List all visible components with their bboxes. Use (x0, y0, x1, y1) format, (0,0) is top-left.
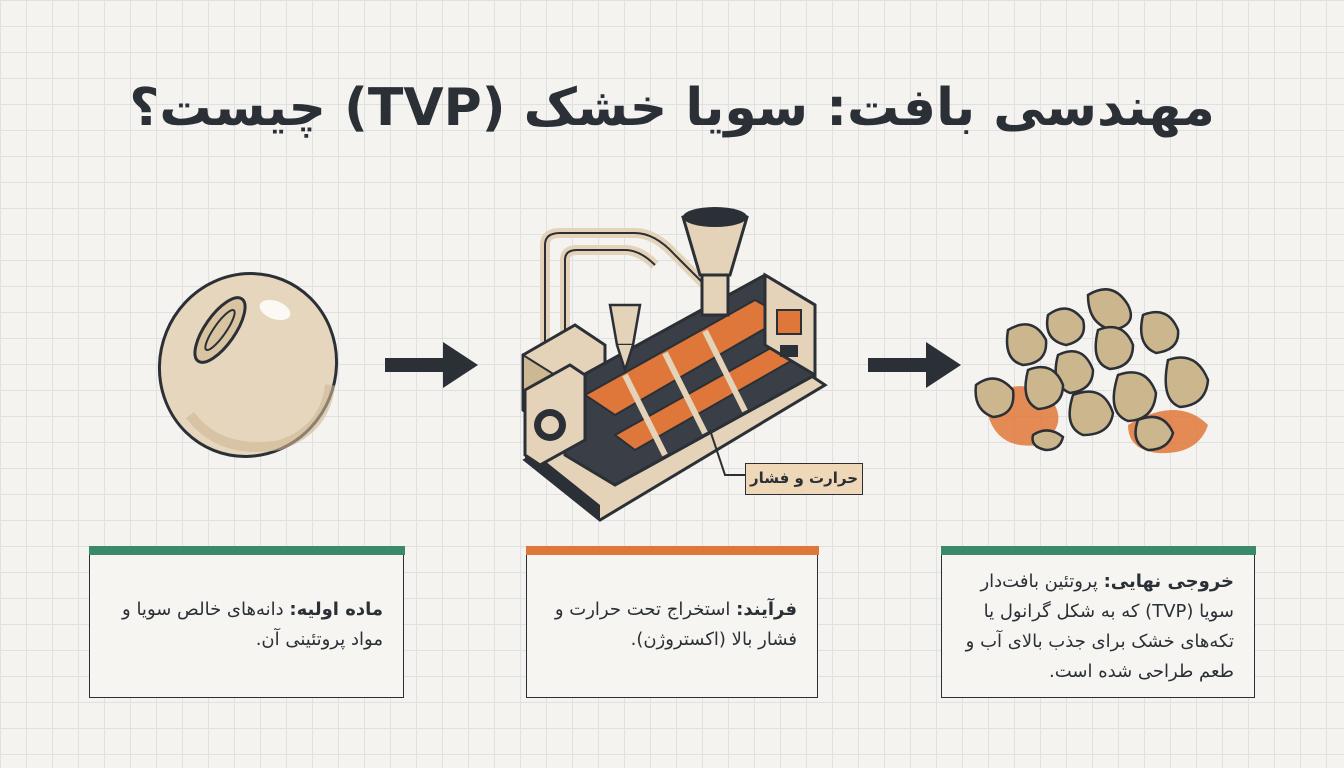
card-body: دانه‌های خالص سویا و مواد پروتئینی آن. (122, 599, 383, 650)
card-raw-material: ماده اولیه: دانه‌های خالص سویا و مواد پر… (88, 545, 405, 698)
card-body: پروتئین بافت‌دار سویا (TVP) که به شکل گر… (965, 571, 1234, 682)
card-text: خروجی نهایی: پروتئین بافت‌دار سویا (TVP)… (958, 567, 1234, 687)
arrow-right-icon (385, 342, 478, 388)
soybean-icon (157, 272, 339, 458)
page-title: مهندسی بافت: سویا خشک (TVP) چیست؟ (129, 78, 1215, 138)
card-final-output: خروجی نهایی: پروتئین بافت‌دار سویا (TVP)… (940, 545, 1256, 698)
card-text: ماده اولیه: دانه‌های خالص سویا و مواد پر… (106, 595, 383, 655)
extruder-machine-icon (521, 207, 828, 522)
card-heading: فرآیند: (736, 599, 797, 620)
card-accent-bar (88, 545, 405, 555)
card-body: استخراج تحت حرارت و فشار بالا (اکستروژن)… (554, 599, 797, 650)
card-heading: ماده اولیه: (289, 599, 383, 620)
card-process: فرآیند: استخراج تحت حرارت و فشار بالا (ا… (525, 545, 819, 698)
arrow-right-icon (868, 342, 961, 388)
tvp-chunks-icon (974, 288, 1210, 454)
card-heading: خروجی نهایی: (1103, 571, 1234, 592)
card-accent-bar (940, 545, 1256, 555)
card-accent-bar (525, 545, 819, 555)
card-text: فرآیند: استخراج تحت حرارت و فشار بالا (ا… (543, 595, 797, 655)
machine-label-tag: حرارت و فشار (745, 463, 863, 495)
